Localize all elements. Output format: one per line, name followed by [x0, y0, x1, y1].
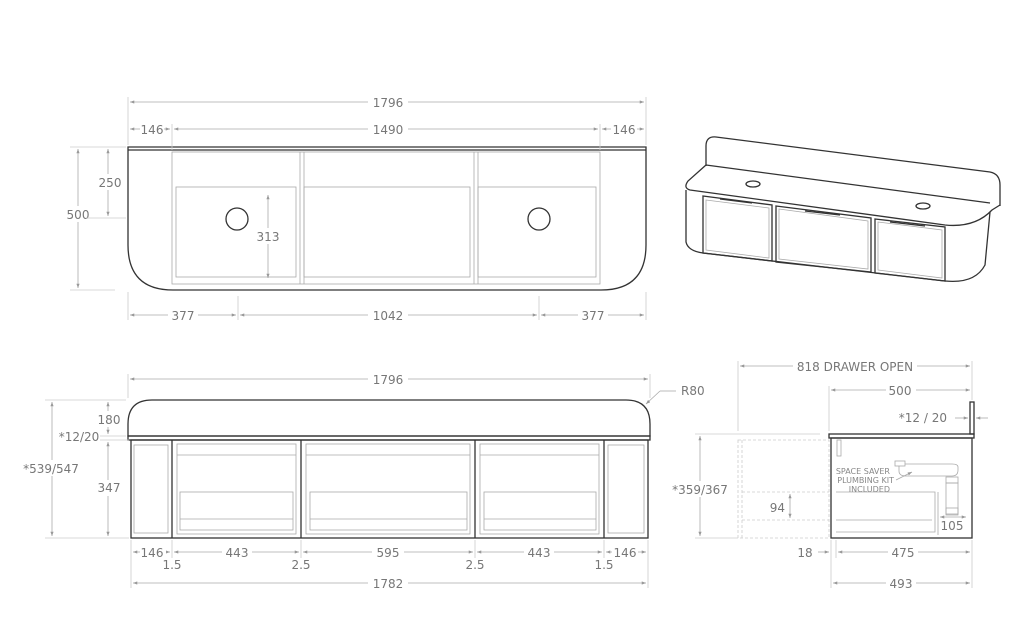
dim-gap: 1.5: [594, 558, 613, 572]
isometric-view: [685, 136, 1001, 283]
dim-front-top-thickness: *12/20: [59, 430, 100, 444]
dim-gap: 2.5: [291, 558, 310, 572]
dim-side-depth: 500: [889, 384, 912, 398]
dim-inner-depth: 313: [257, 230, 280, 244]
dim-cabinet-depth: 493: [890, 577, 913, 591]
dim-backsplash-height: 180: [98, 413, 121, 427]
dim-total-height: *539/547: [23, 462, 79, 476]
dim-middle: 1490: [373, 123, 404, 137]
dim-overall-width: 1796: [373, 96, 404, 110]
dim-gap: 1.5: [162, 558, 181, 572]
dim-front-thickness: 18: [797, 546, 812, 560]
dim-trap-clearance: 105: [941, 519, 964, 533]
dim-right-tap: 377: [582, 309, 605, 323]
dim-right-side: 146: [613, 123, 636, 137]
dim-depth: 500: [67, 208, 90, 222]
dim-drawer-inner: 94: [770, 501, 785, 515]
plumbing-note-line-3: INCLUDED: [849, 485, 890, 494]
tap-hole-left: [225, 207, 249, 231]
dim-side-top-thickness: *12 / 20: [899, 411, 947, 425]
dim-cabinet-height: 347: [98, 481, 121, 495]
dim-width-right-panel: 146: [614, 546, 637, 560]
dim-tap-spacing: 1042: [373, 309, 404, 323]
iso-drawer-right: [874, 218, 946, 282]
dim-left-tap: 377: [172, 309, 195, 323]
front-view: 1796 R80 *539/547 180 *12/20 347 146 443…: [20, 371, 705, 591]
dim-width-left-panel: 146: [141, 546, 164, 560]
dim-front-overall-width: 1796: [373, 373, 404, 387]
dim-side-height: *359/367: [672, 483, 728, 497]
dim-width-right-drawer: 443: [528, 546, 551, 560]
top-view: 1796 146 1490 146 500 250 313 377 1042 3…: [62, 94, 647, 323]
side-view: SPACE SAVER PLUMBING KIT INCLUDED 818 DR…: [672, 358, 988, 591]
dim-radius: R80: [681, 384, 705, 398]
iso-drawer-middle: [775, 205, 872, 273]
dim-width-left-drawer: 443: [226, 546, 249, 560]
tap-hole-right: [527, 207, 551, 231]
dim-tap-offset: 250: [99, 176, 122, 190]
dim-inner-depth: 475: [892, 546, 915, 560]
dim-gap: 2.5: [465, 558, 484, 572]
plumbing-note-line-2: PLUMBING KIT: [837, 476, 894, 485]
plumbing-note-line-1: SPACE SAVER: [836, 467, 891, 476]
dim-left-side: 146: [141, 123, 164, 137]
dim-drawer-open: 818 DRAWER OPEN: [797, 360, 913, 374]
dim-cabinet-width: 1782: [373, 577, 404, 591]
dim-width-middle-drawer: 595: [377, 546, 400, 560]
